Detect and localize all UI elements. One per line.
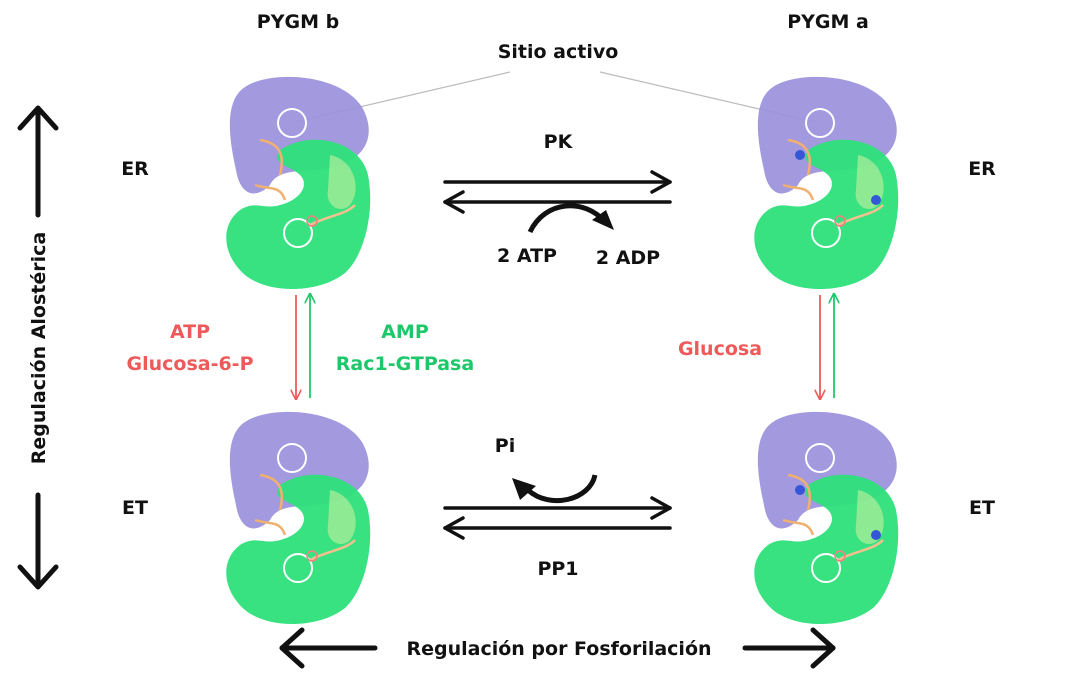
pp1-equilibrium-arrows [443, 496, 672, 540]
er-left-label: ER [121, 158, 149, 180]
effector-amp: AMP [381, 321, 429, 343]
et-right-label: ET [969, 497, 995, 519]
effector-rac1-gtpase: Rac1-GTPasa [336, 353, 474, 375]
pi-label: Pi [495, 435, 515, 457]
atp-adp-curved-arrow [527, 203, 607, 234]
effector-glucose-6-p: Glucosa-6-P [127, 353, 254, 375]
protein-pygm-a-et [753, 410, 900, 626]
protein-pygm-b-er [225, 75, 372, 291]
adp-label: 2 ADP [596, 247, 660, 269]
atp-label: 2 ATP [497, 245, 557, 267]
effector-atp: ATP [170, 321, 210, 343]
atp-adp-arrowhead [592, 210, 614, 230]
pi-arrowhead [512, 478, 536, 500]
pygm-b-title: PYGM b [257, 11, 339, 33]
pygm-a-title: PYGM a [787, 11, 869, 33]
pk-equilibrium-arrows [443, 170, 672, 214]
effector-glucose: Glucosa [678, 338, 762, 360]
phosphorylation-regulation-label: Regulación por Fosforilación [406, 638, 711, 660]
pi-curved-arrow [526, 474, 598, 504]
pp1-label: PP1 [537, 558, 578, 580]
allosteric-axis-arrows [17, 105, 59, 590]
phosphorylation-axis-arrows [279, 627, 836, 669]
protein-pygm-a-er [753, 75, 900, 291]
pk-label: PK [544, 131, 574, 153]
allosteric-regulation-label: Regulación Alostérica [28, 232, 50, 464]
protein-pygm-b-et [225, 410, 372, 626]
er-right-label: ER [968, 158, 996, 180]
active-site-label: Sitio activo [498, 41, 619, 63]
et-left-label: ET [122, 497, 148, 519]
